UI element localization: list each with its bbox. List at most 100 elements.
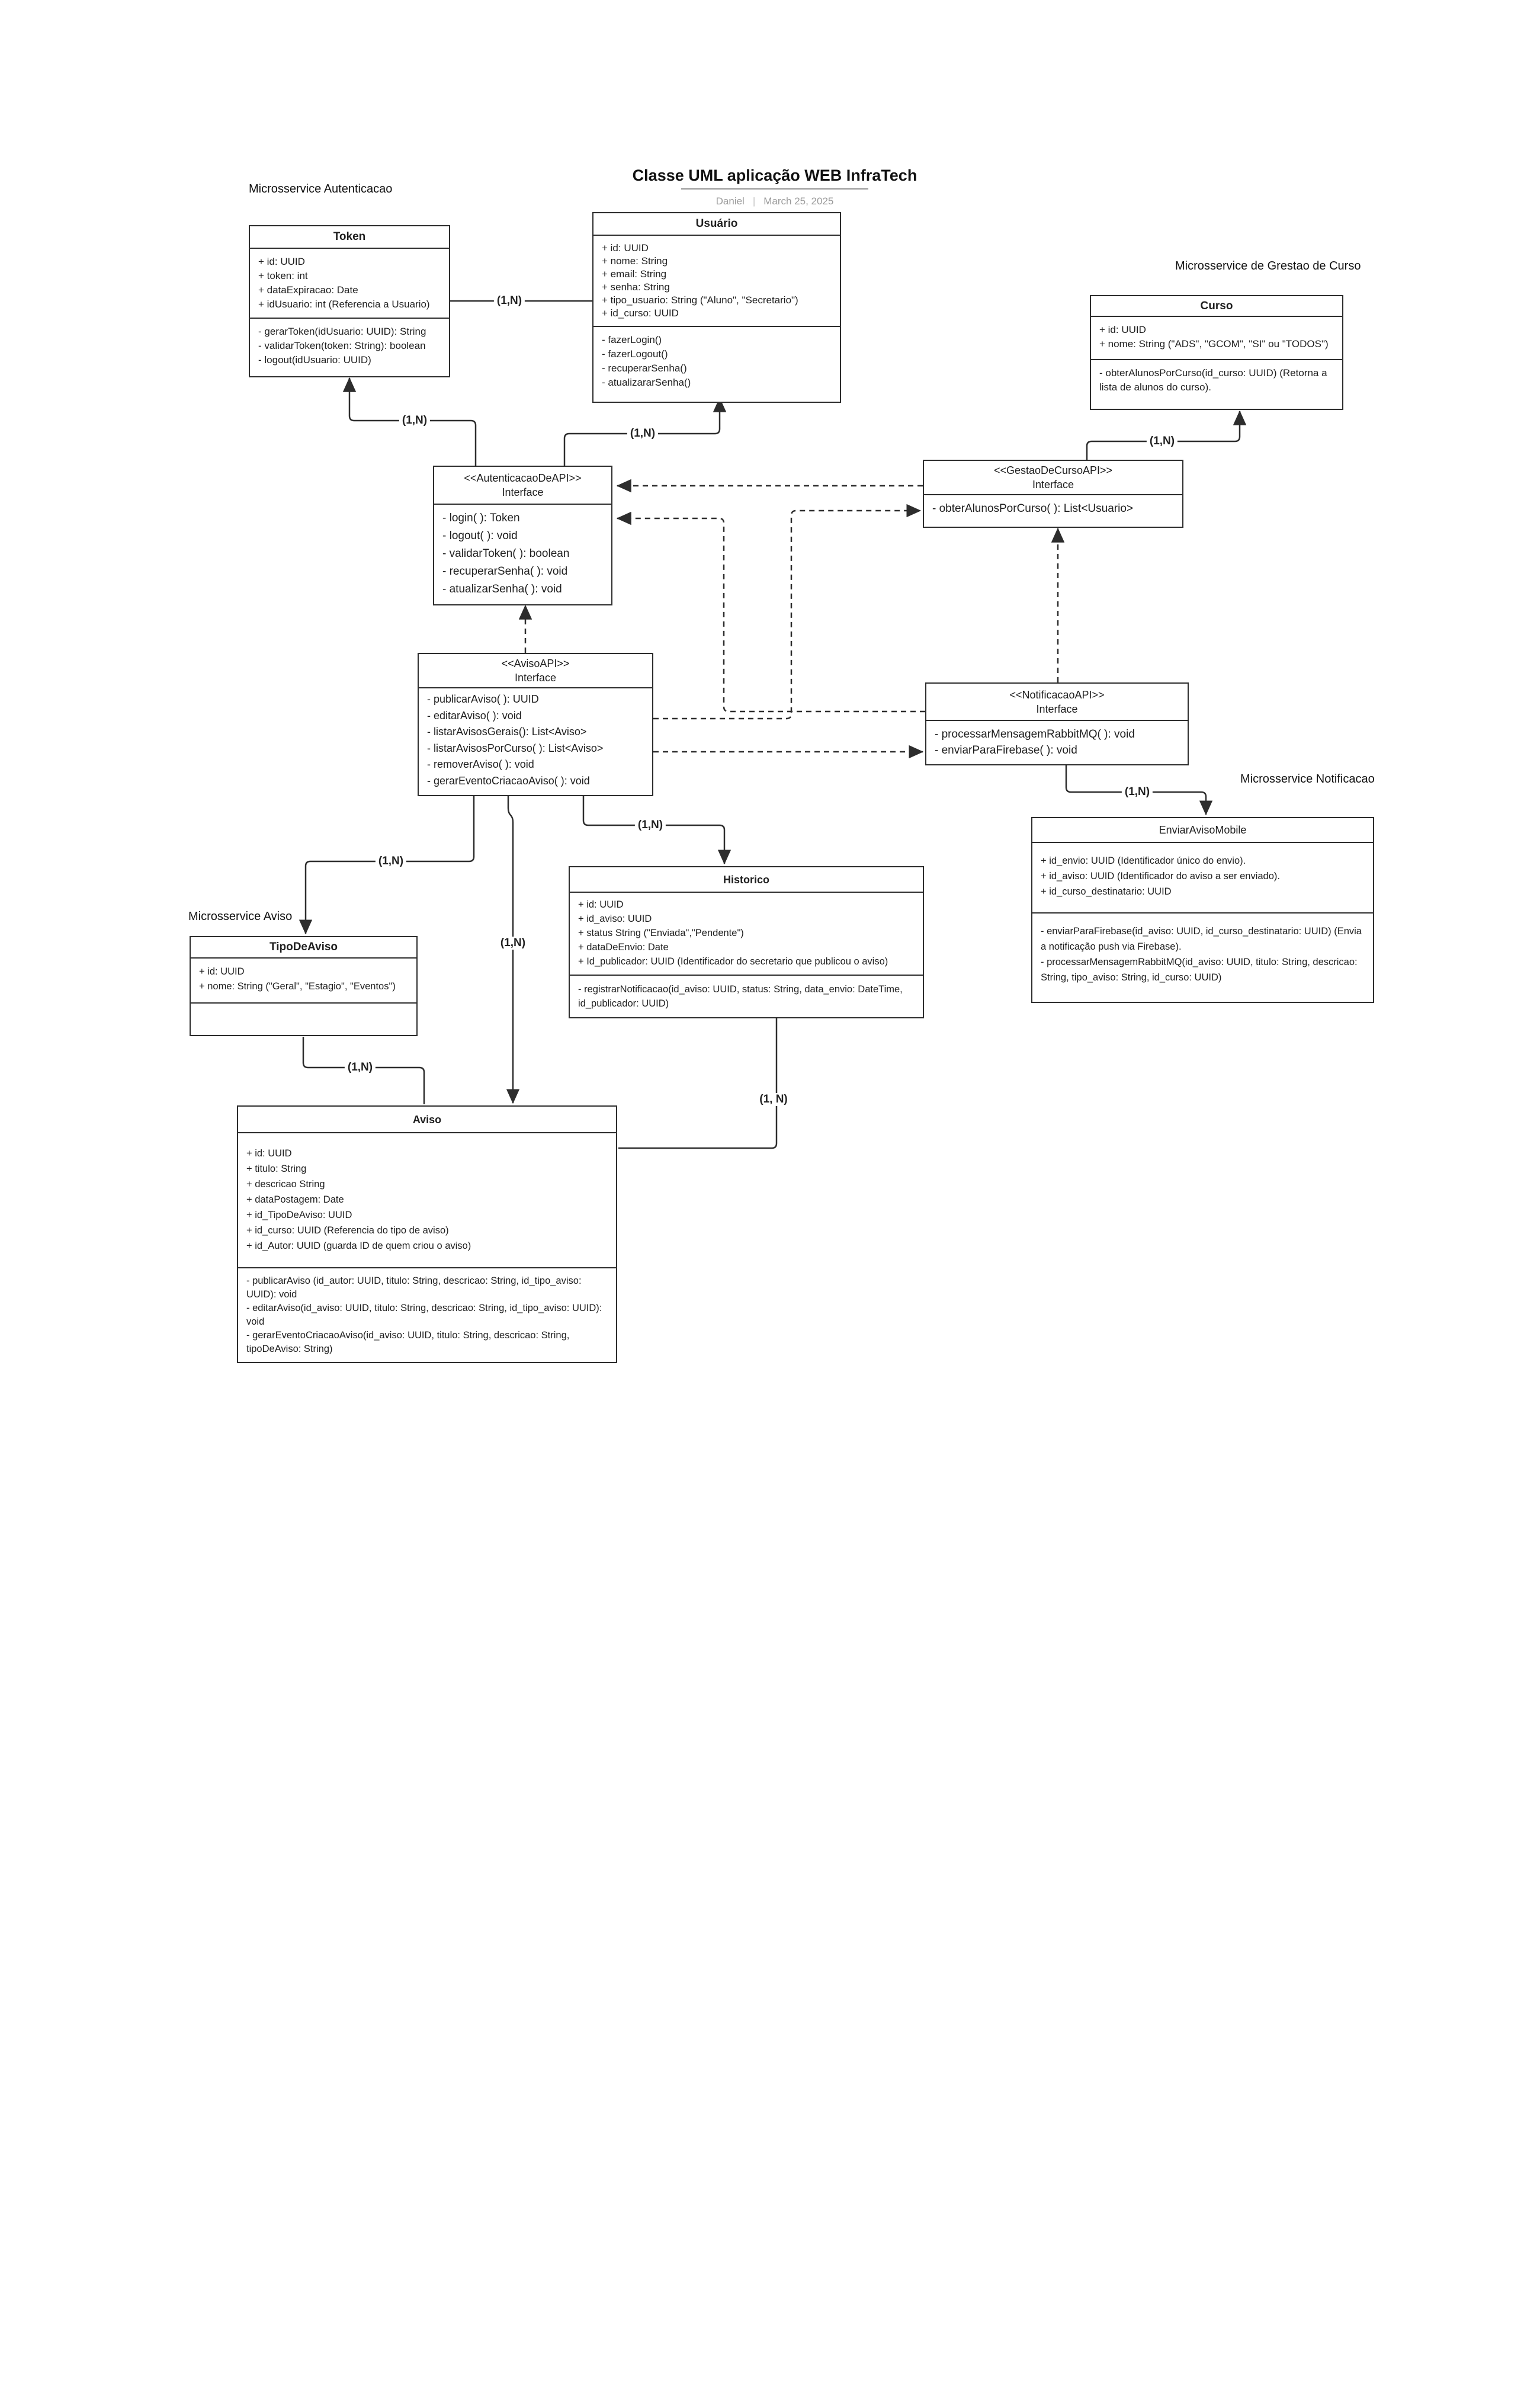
assoc-avisoapi-aviso <box>506 788 520 1104</box>
interface-title: <<NotificacaoAPI>> Interface <box>926 684 1188 720</box>
method-row: - registrarNotificacao(id_aviso: UUID, s… <box>578 984 903 1009</box>
class-title: Usuário <box>695 217 738 230</box>
attributes-section: + id_envio: UUID (Identificador único do… <box>1032 842 1373 912</box>
interface-title: <<GestaoDeCursoAPI>> Interface <box>924 461 1182 494</box>
stereotype: <<GestaoDeCursoAPI>> <box>993 464 1113 476</box>
method-row: - processarMensagemRabbitMQ(id_aviso: UU… <box>1041 957 1358 983</box>
method-row: - validarToken( ): boolean <box>442 547 570 560</box>
attributes-section: + id: UUID + nome: String + email: Strin… <box>593 235 840 326</box>
attributes-section: + id: UUID + id_aviso: UUID + status Str… <box>570 892 923 975</box>
dep-notificacao-autenticacao <box>616 511 925 713</box>
attribute-row: + tipo_usuario: String ("Aluno", "Secret… <box>602 294 798 306</box>
attribute-row: + id: UUID <box>578 899 624 910</box>
attribute-row: + id_aviso: UUID <box>578 914 652 924</box>
interface-autenticacao-de-api: <<AutenticacaoDeAPI>> Interface - login(… <box>433 466 612 605</box>
label-microsservice-notificacao: Microsservice Notificacao <box>1240 773 1375 786</box>
method-row: - logout( ): void <box>442 530 518 542</box>
method-row: - logout(idUsuario: UUID) <box>258 354 371 366</box>
page-subtitle: Daniel|March 25, 2025 <box>538 195 1012 207</box>
method-row: - listarAvisosGerais(): List<Aviso> <box>427 726 587 738</box>
attributes-section: + id: UUID + token: int + dataExpiracao:… <box>250 248 449 318</box>
methods-section: - publicarAviso( ): UUID - editarAviso( … <box>419 687 652 795</box>
method-row: - fazerLogin() <box>602 334 662 345</box>
class-title: Historico <box>723 873 769 886</box>
method-row: - processarMensagemRabbitMQ( ): void <box>935 728 1135 741</box>
attribute-row: + descricao String <box>246 1179 325 1190</box>
multiplicity-label: (1,N) <box>634 819 666 832</box>
attribute-row: + dataPostagem: Date <box>246 1194 344 1205</box>
attribute-row: + Id_publicador: UUID (Identificador do … <box>578 956 888 967</box>
method-row: - enviarParaFirebase(id_aviso: UUID, id_… <box>1041 926 1362 952</box>
interface-aviso-api: <<AvisoAPI>> Interface - publicarAviso( … <box>418 653 653 796</box>
class-curso: Curso + id: UUID + nome: String ("ADS", … <box>1090 295 1343 410</box>
method-row: - recuperarSenha() <box>602 363 687 374</box>
dep-avisoapi-gestao <box>653 504 922 720</box>
interface-title: <<AutenticacaoDeAPI>> Interface <box>434 467 611 504</box>
attribute-row: + id: UUID <box>1099 324 1146 335</box>
attribute-row: + nome: String <box>602 255 668 267</box>
methods-section: - processarMensagemRabbitMQ( ): void - e… <box>926 720 1188 764</box>
method-row: - editarAviso( ): void <box>427 709 522 722</box>
method-row: - gerarEventoCriacaoAviso( ): void <box>427 774 590 787</box>
title-underline <box>681 188 868 190</box>
multiplicity-label: (1,N) <box>1121 786 1153 799</box>
interface-label: Interface <box>514 672 557 684</box>
interface-title: <<AvisoAPI>> Interface <box>419 654 652 687</box>
class-title: Curso <box>1200 299 1233 312</box>
label-microsservice-autenticacao: Microsservice Autenticacao <box>249 182 393 195</box>
label-microsservice-gestao-curso: Microsservice de Grestao de Curso <box>1175 259 1361 273</box>
method-row: - gerarToken(idUsuario: UUID): String <box>258 326 426 337</box>
label-microsservice-aviso: Microsservice Aviso <box>188 910 293 923</box>
subtitle-separator: | <box>752 195 756 207</box>
method-row: - listarAvisosPorCurso( ): List<Aviso> <box>427 742 604 754</box>
methods-section: - enviarParaFirebase(id_aviso: UUID, id_… <box>1032 912 1373 1002</box>
method-row: - gerarEventoCriacaoAviso(id_aviso: UUID… <box>246 1330 570 1354</box>
methods-section: - login( ): Token - logout( ): void - va… <box>434 504 611 604</box>
method-row: - validarToken(token: String): boolean <box>258 340 426 351</box>
attribute-row: + id: UUID <box>199 966 245 977</box>
attribute-row: + id_envio: UUID (Identificador único do… <box>1041 855 1246 866</box>
class-title: EnviarAvisoMobile <box>1159 824 1247 836</box>
class-usuario: Usuário + id: UUID + nome: String + emai… <box>592 212 841 403</box>
assoc-historico-aviso <box>618 1015 778 1149</box>
attribute-row: + id: UUID <box>602 242 649 254</box>
attribute-row: + id_curso_destinatario: UUID <box>1041 886 1172 897</box>
multiplicity-label: (1,N) <box>399 414 431 427</box>
multiplicity-label: (1,N) <box>344 1061 376 1074</box>
attribute-row: + dataExpiracao: Date <box>258 284 358 296</box>
multiplicity-label: (1,N) <box>493 294 525 307</box>
class-title: Aviso <box>412 1113 442 1126</box>
attribute-row: + nome: String ("Geral", "Estagio", "Eve… <box>199 981 396 992</box>
class-title: Token <box>333 230 366 243</box>
page-title: Classe UML aplicação WEB InfraTech <box>632 166 917 184</box>
multiplicity-label: (1,N) <box>627 427 659 440</box>
author: Daniel <box>716 195 745 207</box>
interface-label: Interface <box>1032 479 1074 491</box>
attribute-row: + id_curso: UUID <box>602 307 679 319</box>
method-row: - atualizararSenha() <box>602 377 691 388</box>
attribute-row: + idUsuario: int (Referencia a Usuario) <box>258 299 430 310</box>
methods-section: - registrarNotificacao(id_aviso: UUID, s… <box>570 975 923 1017</box>
stereotype: <<AvisoAPI>> <box>501 658 570 669</box>
multiplicity-label: (1,N) <box>497 937 529 950</box>
multiplicity-label: (1,N) <box>1146 435 1178 448</box>
attribute-row: + id_aviso: UUID (Identificador do aviso… <box>1041 871 1280 882</box>
stereotype: <<NotificacaoAPI>> <box>1009 688 1105 701</box>
class-historico: Historico + id: UUID + id_aviso: UUID + … <box>569 866 924 1018</box>
interface-label: Interface <box>1036 703 1078 715</box>
methods-section: - gerarToken(idUsuario: UUID): String - … <box>250 318 449 376</box>
method-row: - obterAlunosPorCurso( ): List<Usuario> <box>932 502 1133 515</box>
methods-section: - obterAlunosPorCurso( ): List<Usuario> <box>924 494 1182 527</box>
interface-notificacao-api: <<NotificacaoAPI>> Interface - processar… <box>925 682 1189 765</box>
method-row: - obterAlunosPorCurso(id_curso: UUID) (R… <box>1099 367 1327 393</box>
method-row: - fazerLogout() <box>602 348 668 360</box>
attribute-row: + token: int <box>258 270 308 281</box>
method-row: - publicarAviso( ): UUID <box>427 693 539 705</box>
attribute-row: + status String ("Enviada","Pendente") <box>578 928 744 938</box>
attribute-row: + dataDeEnvio: Date <box>578 942 669 953</box>
method-row: - atualizarSenha( ): void <box>442 583 562 595</box>
methods-section: - fazerLogin() - fazerLogout() - recuper… <box>593 326 840 402</box>
attribute-row: + titulo: String <box>246 1164 307 1174</box>
class-token: Token + id: UUID + token: int + dataExpi… <box>249 225 450 377</box>
